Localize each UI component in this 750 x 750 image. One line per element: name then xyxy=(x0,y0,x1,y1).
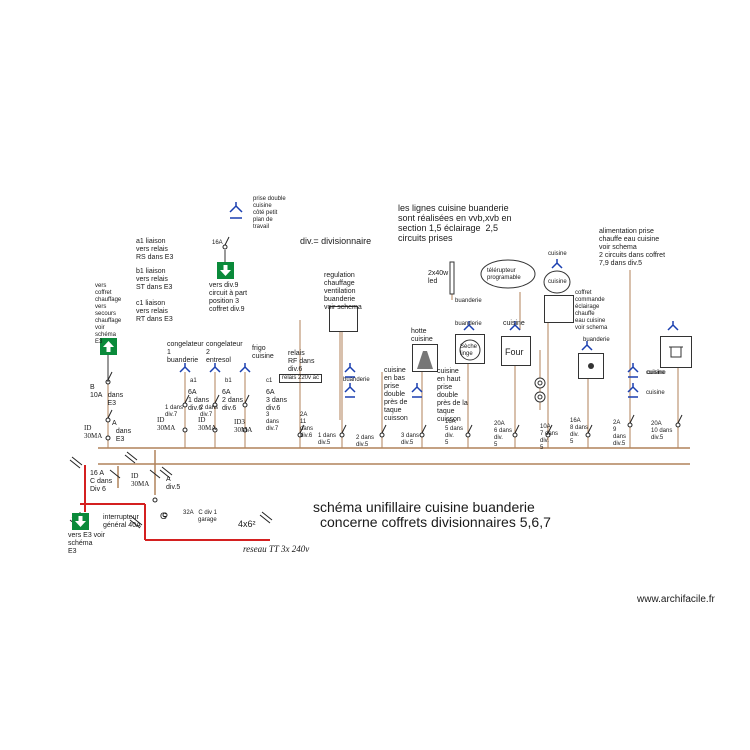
ctrl-box xyxy=(544,295,574,323)
freezer1-sub: 1 dans div.7 xyxy=(165,405,184,418)
circuit-6-rating: 10A 7 dans div. 5 xyxy=(540,424,559,451)
relay-b1: b1 liaison vers relais ST dans E3 xyxy=(136,268,173,291)
diagram-title-1: schéma unifillaire cuisine buanderie xyxy=(313,499,535,515)
freezer2-rating: 6A 2 dans div.6 xyxy=(222,389,244,412)
arrow-up-label: vers coffret chauffage vers secours chau… xyxy=(95,283,122,345)
outlet-symbols xyxy=(179,202,679,398)
teleruptor-label: télérupteur programable xyxy=(487,268,521,281)
frigo-id: ID3 30MA xyxy=(234,418,253,434)
led-label: 2x40w led xyxy=(428,270,449,285)
circuit-1-rating: 1 dans div.5 xyxy=(318,433,337,446)
cable-label: 4x6² xyxy=(238,519,256,529)
freezer2-ref: b1 xyxy=(225,378,232,384)
relays-rating: 2A 11 dans div.6 xyxy=(300,412,314,439)
circuit-3-rating: 3 dans div.5 xyxy=(401,433,420,446)
regulation-box xyxy=(329,306,358,332)
circuit-6-title: buanderie xyxy=(455,321,482,327)
freezer1-title: congelateur 1 buanderie xyxy=(167,341,204,364)
chauffe-eau-label: alimentation prise chauffe eau cuisine v… xyxy=(599,228,666,267)
cuisine-ctrl-label: cuisine xyxy=(548,279,567,285)
top-note: les lignes cuisine buanderie sont réalis… xyxy=(398,203,512,243)
relays-label: relais RF dans div.6 xyxy=(288,350,315,373)
circuit-9-title: cuisine xyxy=(647,370,666,376)
four-appliance xyxy=(501,336,531,366)
seche-linge-label: Sèche linge xyxy=(460,344,478,357)
freezer1-id: ID 30MA xyxy=(157,416,176,432)
circuit-8-rating: 2A 9 dans div.5 xyxy=(613,420,627,447)
watermark: www.archifacile.fr xyxy=(637,594,715,605)
top-outlet-breaker: 16A xyxy=(212,240,223,246)
freezer1-ref: a1 xyxy=(190,378,197,384)
circuit-7-title: cuisine xyxy=(503,320,525,327)
relay-c1: c1 liaison vers relais RT dans E3 xyxy=(136,300,173,323)
relays-box: relais 220v ac xyxy=(279,374,323,383)
freezer1-rating: 6A 1 dans div.6 xyxy=(188,389,210,412)
frigo-rating: 6A 3 dans div.6 xyxy=(266,389,288,412)
four-label: Four xyxy=(505,347,524,357)
circuit-5-rating: 20A 6 dans div. 5 xyxy=(494,421,513,448)
circuit-5-title: hotte cuisine xyxy=(411,328,433,343)
circuit-2-rating: 2 dans div.5 xyxy=(356,435,375,448)
breaker-interrupteur: interrupteur général 40A xyxy=(103,514,141,529)
breaker-g: G xyxy=(160,511,168,521)
breaker-id1: ID 30MA xyxy=(84,424,103,440)
breaker-b: B 10A dans E3 xyxy=(90,384,124,407)
div9-label: vers div.9 circuit à part position 3 cof… xyxy=(209,282,248,313)
breaker-garage: 32A C div 1 garage xyxy=(183,510,218,523)
cuisine-right1-label: cuisine xyxy=(646,370,665,376)
ctrl-box-label: coffret commande éclairage chauffe eau c… xyxy=(575,290,608,331)
breaker-main-16a: 16 A C dans Div 6 xyxy=(90,470,113,493)
seche-linge-appliance xyxy=(455,334,485,364)
network-label: reseau TT 3x 240v xyxy=(243,544,310,554)
hotte-appliance xyxy=(412,344,438,372)
cuisine-top-label: cuisine xyxy=(548,251,567,257)
frigo-ref: c1 xyxy=(266,378,273,384)
breaker-a: A dans E3 xyxy=(112,420,132,443)
cuisine-right2-label: cuisine xyxy=(646,390,665,396)
down-label: vers E3 voir schéma E3 xyxy=(68,532,105,555)
circuit-4-title: cuisine en haut prise double près de la … xyxy=(437,368,468,423)
lighting-symbols xyxy=(449,259,571,403)
circuit-3-title: cuisine en bas prise double près de taqu… xyxy=(384,367,408,422)
circuit-1-title: regulation chauffage ventilation buander… xyxy=(324,272,362,311)
freezer2-sub: 2 dans div.7 xyxy=(200,405,219,418)
div-legend: div.= divisionnaire xyxy=(300,236,372,246)
arrow-down-icon xyxy=(217,262,234,279)
diagram-title-2: concerne coffrets divisionnaires 5,6,7 xyxy=(320,514,551,530)
breaker-id-main: ID 30MA xyxy=(131,472,150,488)
circuit-8-title: buanderie xyxy=(583,337,610,343)
frigo-sub: 3 dans div.7 xyxy=(266,412,280,432)
top-outlet-label: prise double cuisine côté petit plan de … xyxy=(253,196,286,230)
circuit-9-rating: 20A 10 dans div.5 xyxy=(651,421,673,441)
arrow-up-icon xyxy=(100,338,117,355)
freezer2-id: ID 30MA xyxy=(198,416,217,432)
main-feeder-line xyxy=(80,465,270,541)
freezer2-title: congelateur 2 entresol xyxy=(206,341,243,364)
circuit-4-rating: 16A 5 dans div. 5 xyxy=(445,419,464,446)
distribution-bus xyxy=(98,447,690,495)
arrow-down-icon xyxy=(72,513,89,530)
right-appliance xyxy=(660,336,692,368)
circuit-7-rating: 16A 8 dans div. 5 xyxy=(570,418,589,445)
cuisine-bottom-appliance xyxy=(578,353,604,379)
breaker-symbols xyxy=(105,236,683,518)
relay-a1: a1 liaison vers relais RS dans E3 xyxy=(136,238,174,261)
circuit-2-title: buanderie xyxy=(343,377,370,383)
frigo-title: frigo cuisine xyxy=(252,345,274,360)
breaker-a-div5: A div.5 xyxy=(166,476,181,491)
led-room-label: buanderie xyxy=(455,298,482,304)
